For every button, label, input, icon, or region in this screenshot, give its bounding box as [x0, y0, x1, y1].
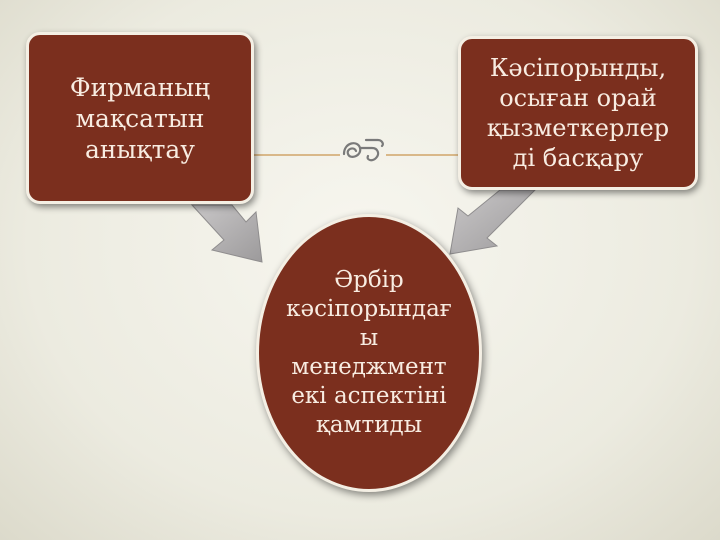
center-circle: Әрбір кәсіпорындағ ы менеджмент екі аспе… — [256, 214, 482, 492]
right-box: Кәсіпорынды, осыған орай қызметкерлер ді… — [458, 36, 698, 190]
right-box-text: Кәсіпорынды, осыған орай қызметкерлер ді… — [486, 54, 670, 172]
connector-line-left — [254, 154, 340, 156]
left-box-text: Фирманың мақсатын анықтау — [69, 72, 211, 164]
connector-line-right — [386, 154, 460, 156]
center-circle-text: Әрбір кәсіпорындағ ы менеджмент екі аспе… — [286, 267, 452, 438]
scroll-flourish-icon — [342, 138, 384, 162]
left-box: Фирманың мақсатын анықтау — [26, 32, 254, 204]
arrow-left-to-center — [190, 204, 263, 263]
arrow-right-to-center — [449, 189, 537, 255]
